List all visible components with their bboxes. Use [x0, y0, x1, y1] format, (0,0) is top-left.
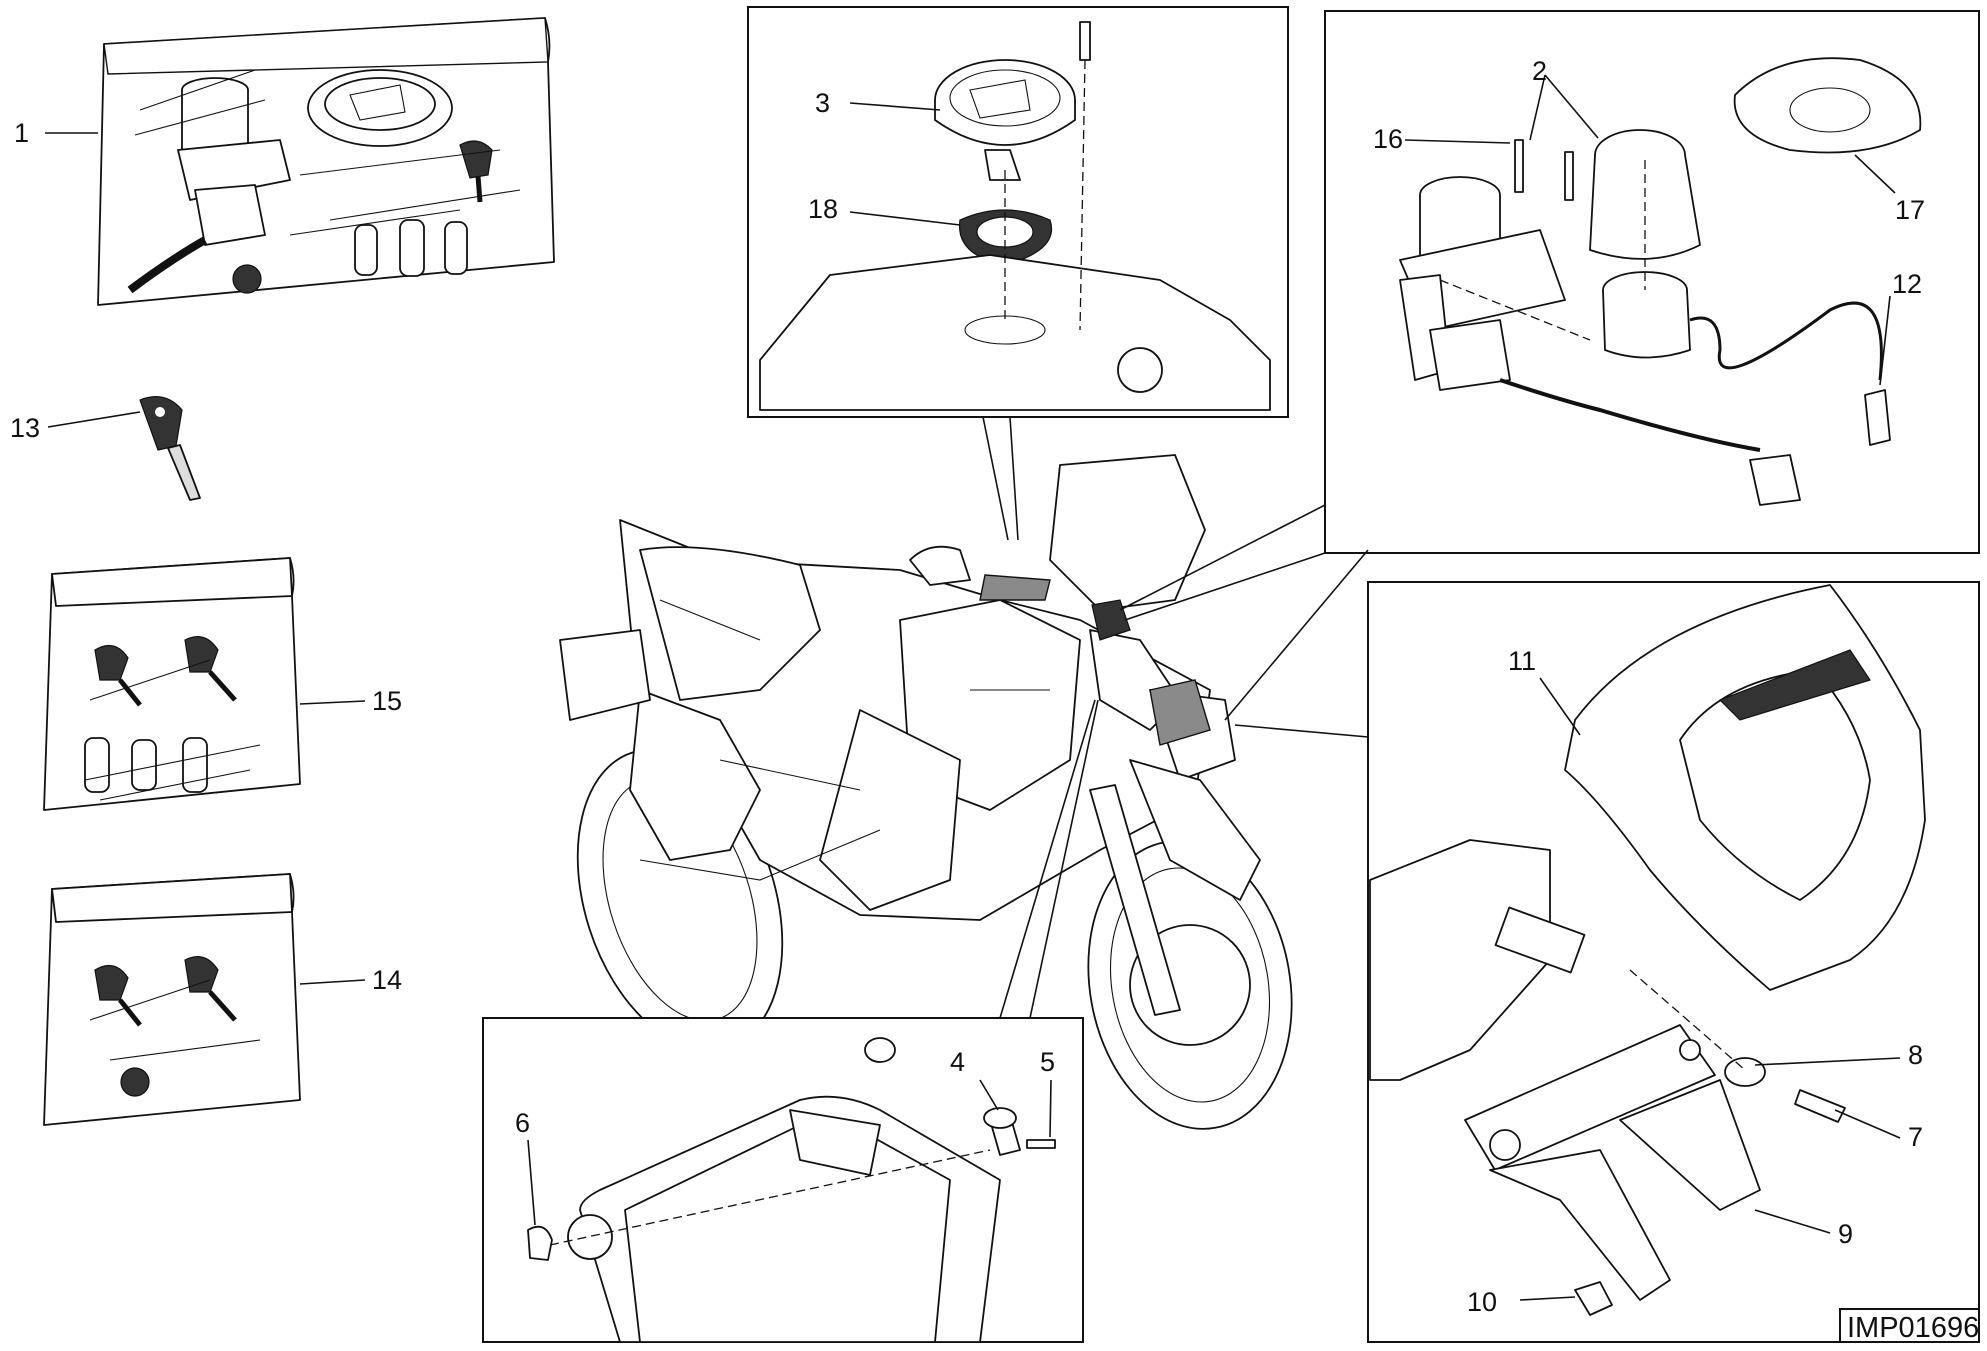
callout-15: 15: [372, 686, 402, 716]
callout-16: 16: [1373, 124, 1403, 154]
kit-14-lock-set: [43, 873, 301, 1126]
callout-13: 13: [10, 413, 40, 443]
key-13: [139, 396, 201, 501]
ignition-detail: [1399, 57, 1922, 506]
callout-2: 2: [1532, 56, 1547, 86]
kit-15-lock-set: [43, 557, 301, 811]
side-case-detail: [527, 1037, 1056, 1343]
callout-10: 10: [1467, 1287, 1497, 1317]
drawing-code: IMP01696: [1847, 1312, 1979, 1344]
callout-3: 3: [815, 88, 830, 118]
callout-14: 14: [372, 965, 402, 995]
callout-4: 4: [950, 1047, 965, 1077]
callout-11: 11: [1508, 646, 1536, 676]
callout-6: 6: [515, 1108, 530, 1138]
rear-bracket-detail: [1369, 584, 1926, 1316]
callout-9: 9: [1838, 1219, 1853, 1249]
callout-1: 1: [14, 118, 29, 148]
motorcycle-illustration: [559, 454, 1293, 1130]
kit-1-lock-set: [97, 17, 555, 306]
callout-18: 18: [808, 194, 838, 224]
callout-8: 8: [1908, 1040, 1923, 1070]
drawing-code-frame: [1839, 1308, 1980, 1343]
callout-7: 7: [1908, 1122, 1923, 1152]
fuel-cap-detail: [759, 21, 1271, 411]
callout-5: 5: [1040, 1047, 1055, 1077]
callout-12: 12: [1892, 269, 1922, 299]
callout-17: 17: [1895, 195, 1925, 225]
